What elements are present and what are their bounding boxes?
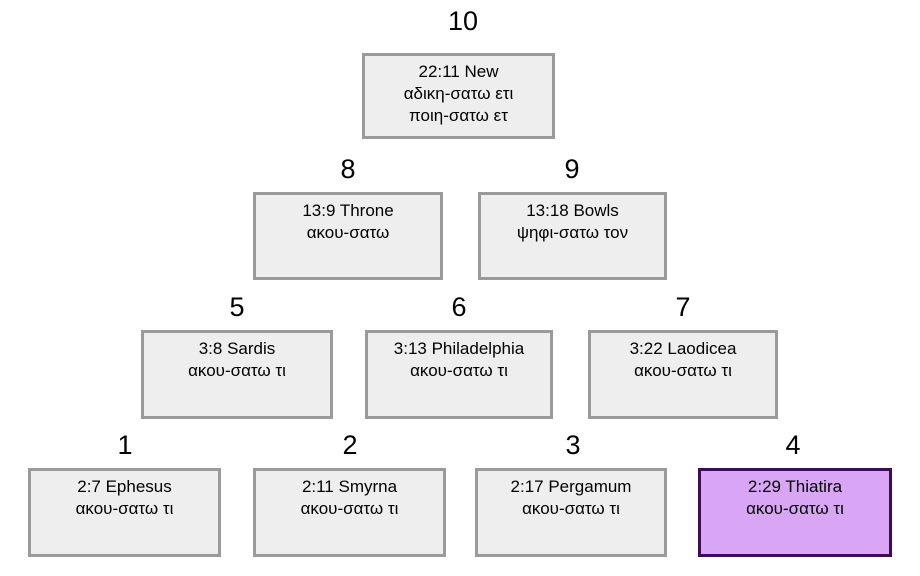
node-text-line-2: ακου-σατω τι bbox=[522, 499, 620, 519]
node-text-line-2: ακου-σατω τι bbox=[75, 499, 174, 519]
node-text-line-1: 2:11 Smyrna bbox=[301, 477, 398, 496]
node-box-4[interactable]: 2:29 Thiatira ακου-σατω τι bbox=[698, 468, 892, 557]
node-number-label-3: 3 bbox=[565, 430, 581, 460]
node-text-line-2: ακου-σατω τι bbox=[634, 361, 732, 381]
node-text-line-1: 22:11 New bbox=[418, 62, 499, 81]
node-number-label-6: 6 bbox=[451, 292, 467, 322]
node-box-5[interactable]: 3:8 Sardis ακου-σατω τι bbox=[141, 330, 333, 419]
node-box-9[interactable]: 13:18 Bowls ψηφι-σατω τον bbox=[478, 192, 667, 280]
node-text-line-2: ακου-σατω τι bbox=[410, 361, 508, 381]
node-box-1[interactable]: 2:7 Ephesus ακου-σατω τι bbox=[28, 468, 221, 557]
node-text-line-1: 3:8 Sardis bbox=[198, 339, 276, 358]
node-number-label-7: 7 bbox=[675, 292, 691, 322]
node-text-line-2: ψηφι-σατω τον bbox=[516, 223, 629, 243]
node-text-line-2: ακου-σατω τι bbox=[188, 361, 286, 381]
node-text-line-2: ακου-σατω τι bbox=[300, 499, 399, 519]
node-box-7[interactable]: 3:22 Laodicea ακου-σατω τι bbox=[588, 330, 778, 419]
node-text-line-2: αδικη-σατω ετι bbox=[403, 84, 514, 104]
node-text-line-3: ποιη-σατω ετ bbox=[409, 106, 508, 126]
node-number-label-5: 5 bbox=[229, 292, 245, 322]
node-text-line-1: 2:7 Ephesus bbox=[77, 477, 172, 496]
node-text-line-1: 13:9 Throne bbox=[302, 201, 394, 220]
node-text-line-2: ακου-σατω τι bbox=[746, 499, 844, 519]
node-box-2[interactable]: 2:11 Smyrna ακου-σατω τι bbox=[253, 468, 446, 557]
node-box-8[interactable]: 13:9 Throne ακου-σατω bbox=[253, 192, 443, 280]
node-number-label-8: 8 bbox=[340, 154, 356, 184]
node-number-label-4: 4 bbox=[785, 430, 801, 460]
node-box-6[interactable]: 3:13 Philadelphia ακου-σατω τι bbox=[365, 330, 553, 419]
node-number-label-2: 2 bbox=[342, 430, 358, 460]
node-text-line-1: 3:22 Laodicea bbox=[629, 339, 737, 358]
node-number-label-1: 1 bbox=[117, 430, 133, 460]
node-text-line-1: 13:18 Bowls bbox=[526, 201, 619, 220]
node-text-line-2: ακου-σατω bbox=[306, 223, 390, 243]
node-number-label-10: 10 bbox=[447, 6, 479, 36]
node-text-line-1: 2:17 Pergamum bbox=[510, 477, 632, 496]
node-number-label-9: 9 bbox=[564, 154, 580, 184]
node-text-line-1: 2:29 Thiatira bbox=[747, 477, 843, 496]
node-box-3[interactable]: 2:17 Pergamum ακου-σατω τι bbox=[475, 468, 667, 557]
node-text-line-1: 3:13 Philadelphia bbox=[393, 339, 525, 358]
